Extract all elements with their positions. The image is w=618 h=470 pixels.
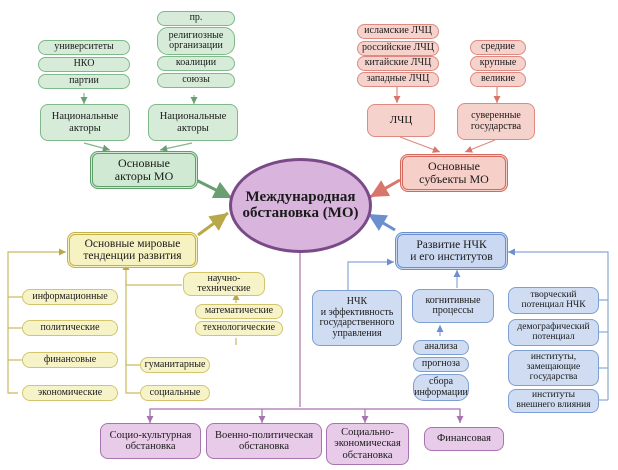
blue-nchk-efficiency: НЧК и эффективность государственного упр… bbox=[312, 290, 402, 346]
green-main-actors: Основные акторы МО bbox=[90, 151, 198, 189]
blue-item-analysis: анализа bbox=[413, 340, 469, 355]
blue-creative-potential: творческий потенциал НЧК bbox=[508, 287, 599, 314]
yellow-item-informational: информационные bbox=[22, 289, 118, 305]
yellow-main-arrow bbox=[197, 211, 229, 237]
blue-item-forecast: прогноза bbox=[413, 357, 469, 372]
yellow-item-political: политические bbox=[22, 320, 118, 336]
red-lchc: ЛЧЦ bbox=[367, 104, 435, 137]
green-national-actors-right: Национальные акторы bbox=[148, 104, 238, 141]
red-item-western: западные ЛЧЦ bbox=[357, 72, 439, 87]
purple-sociocultural: Социо-культурная обстановка bbox=[100, 423, 201, 459]
green-item-coalitions: коалиции bbox=[157, 56, 235, 71]
green-main-arrow bbox=[191, 176, 233, 200]
red-item-russian: российские ЛЧЦ bbox=[357, 41, 439, 56]
green-item-other: пр. bbox=[157, 11, 235, 26]
yellow-item-economic: экономические bbox=[22, 385, 118, 401]
red-item-large: крупные bbox=[470, 56, 526, 71]
blue-main-arrow bbox=[367, 212, 396, 232]
red-item-chinese: китайские ЛЧЦ bbox=[357, 56, 439, 71]
green-national-actors-left: Национальные акторы bbox=[40, 104, 130, 141]
red-sovereign-states: суверенные государства bbox=[457, 103, 535, 140]
yellow-item-technological: технологические bbox=[195, 321, 283, 336]
blue-item-collection: сбора информации bbox=[413, 374, 469, 401]
yellow-sci-tech: научно- технические bbox=[183, 272, 265, 296]
purple-military-political: Военно-политическая обстановка bbox=[206, 423, 322, 459]
purple-socioeconomic: Социально- экономическая обстановка bbox=[326, 423, 409, 465]
center-node: Международная обстановка (МО) bbox=[229, 158, 372, 253]
purple-financial: Финансовая bbox=[424, 427, 504, 451]
green-item-unions: союзы bbox=[157, 73, 235, 88]
red-main-subjects: Основные субъекты МО bbox=[400, 154, 508, 192]
red-item-great: великие bbox=[470, 72, 526, 87]
yellow-item-humanitarian: гуманитарные bbox=[140, 357, 210, 373]
red-main-arrow bbox=[369, 178, 401, 199]
blue-main-development: Развитие НЧК и его институтов bbox=[395, 232, 508, 270]
yellow-main-trends: Основные мировые тенденции развития bbox=[67, 232, 198, 268]
yellow-item-mathematical: математические bbox=[195, 304, 283, 319]
green-item-ngo: НКО bbox=[38, 57, 130, 72]
green-item-parties: партии bbox=[38, 74, 130, 89]
red-item-islamic: исламские ЛЧЦ bbox=[357, 24, 439, 39]
yellow-item-financial: финансовые bbox=[22, 352, 118, 368]
blue-influence-institutions: институты внешнего влияния bbox=[508, 389, 599, 413]
yellow-item-social: социальные bbox=[140, 385, 210, 401]
blue-demographic-potential: демографический потенциал bbox=[508, 319, 599, 346]
green-item-universities: университеты bbox=[38, 40, 130, 55]
blue-replacing-institutions: институты, замещающие государства bbox=[508, 350, 599, 386]
red-item-medium: средние bbox=[470, 40, 526, 55]
blue-cognitive-processes: когнитивные процессы bbox=[412, 289, 494, 323]
green-item-religious: религиозные организации bbox=[157, 27, 235, 55]
